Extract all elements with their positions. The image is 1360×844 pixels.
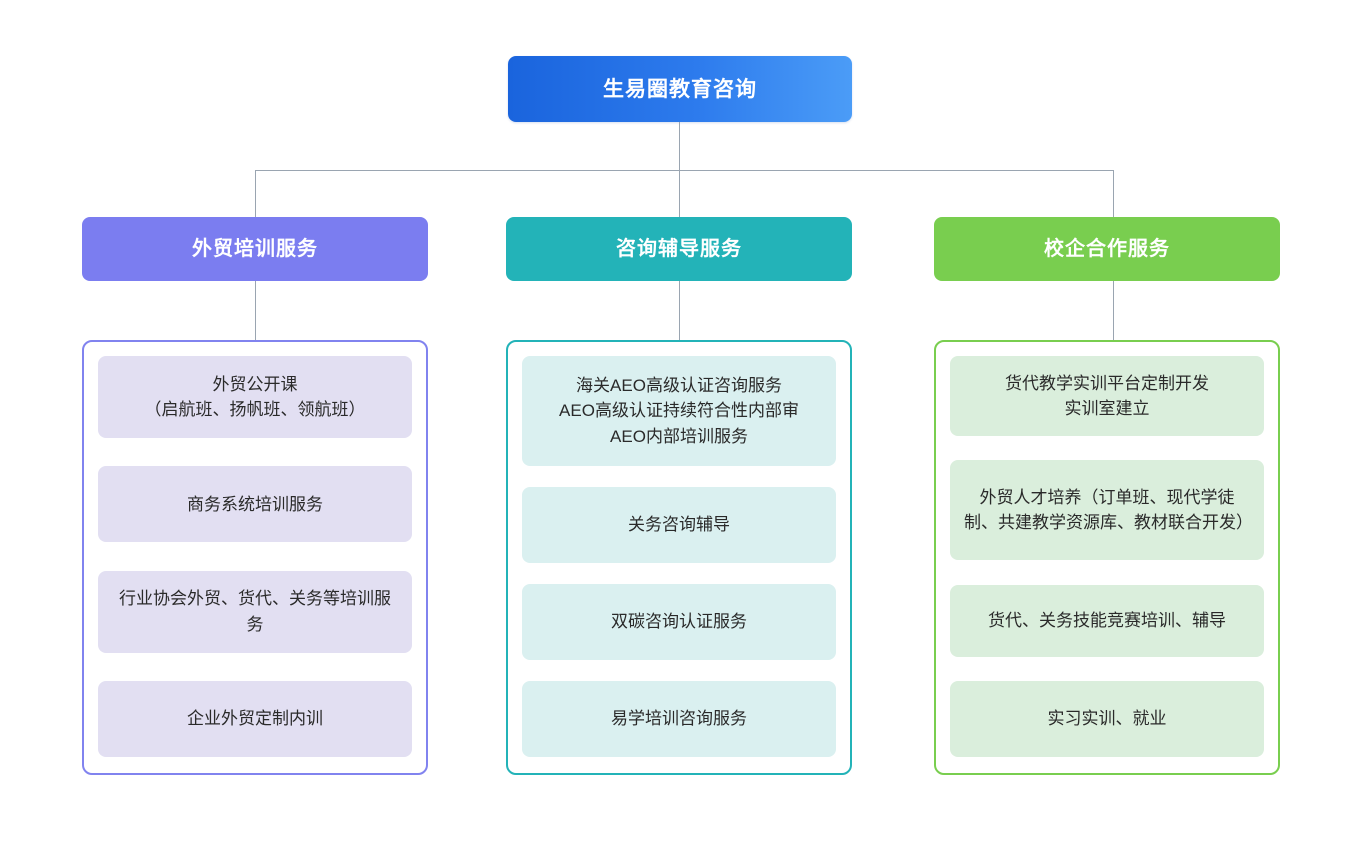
branch-2-item-2-label: 关务咨询辅导 xyxy=(628,515,730,535)
branch-2-item-2[interactable]: 关务咨询辅导 xyxy=(522,487,836,563)
branch-panel-2: 海关AEO高级认证咨询服务 AEO高级认证持续符合性内部审 AEO内部培训服务 … xyxy=(506,340,852,775)
branch-2-item-3[interactable]: 双碳咨询认证服务 xyxy=(522,584,836,660)
branch-2-item-4-label: 易学培训咨询服务 xyxy=(611,709,747,729)
connector-horizontal-bus xyxy=(255,170,1114,171)
branch-header-1[interactable]: 外贸培训服务 xyxy=(82,217,428,281)
branch-1-item-4[interactable]: 企业外贸定制内训 xyxy=(98,680,412,757)
branch-2-item-3-label: 双碳咨询认证服务 xyxy=(611,612,747,632)
connector-drop-branch-3 xyxy=(1113,170,1114,217)
connector-header-to-panel-2 xyxy=(679,281,680,340)
connector-header-to-panel-3 xyxy=(1113,281,1114,340)
branch-3-item-1-label: 货代教学实训平台定制开发 实训室建立 xyxy=(1005,373,1209,419)
branch-header-label-2: 咨询辅导服务 xyxy=(616,238,742,260)
branch-3-item-2-label: 外贸人才培养（订单班、现代学徒制、共建教学资源库、教材联合开发） xyxy=(964,487,1253,533)
branch-column-1: 外贸培训服务 外贸公开课 （启航班、扬帆班、领航班） 商务系统培训服务 行业协会… xyxy=(82,217,428,775)
branch-header-3[interactable]: 校企合作服务 xyxy=(934,217,1280,281)
root-node[interactable]: 生易圈教育咨询 xyxy=(508,56,852,122)
branch-column-2: 咨询辅导服务 海关AEO高级认证咨询服务 AEO高级认证持续符合性内部审 AEO… xyxy=(506,217,852,775)
branch-2-item-4[interactable]: 易学培训咨询服务 xyxy=(522,681,836,757)
branch-3-item-4[interactable]: 实习实训、就业 xyxy=(950,680,1264,757)
branch-header-label-3: 校企合作服务 xyxy=(1044,238,1170,260)
branch-3-item-3[interactable]: 货代、关务技能竞赛培训、辅导 xyxy=(950,584,1264,657)
branch-header-label-1: 外贸培训服务 xyxy=(192,238,318,260)
branch-1-item-3[interactable]: 行业协会外贸、货代、关务等培训服务 xyxy=(98,570,412,653)
branch-3-item-1[interactable]: 货代教学实训平台定制开发 实训室建立 xyxy=(950,356,1264,436)
connector-drop-branch-2 xyxy=(679,170,680,217)
branch-3-item-4-label: 实习实训、就业 xyxy=(1047,709,1167,729)
branch-panel-1: 外贸公开课 （启航班、扬帆班、领航班） 商务系统培训服务 行业协会外贸、货代、关… xyxy=(82,340,428,775)
branch-1-item-3-label: 行业协会外贸、货代、关务等培训服务 xyxy=(119,589,391,634)
branch-1-item-2-label: 商务系统培训服务 xyxy=(187,494,323,514)
branch-1-item-1-label: 外贸公开课 （启航班、扬帆班、领航班） xyxy=(144,374,366,420)
connector-drop-branch-1 xyxy=(255,170,256,217)
branch-2-item-1[interactable]: 海关AEO高级认证咨询服务 AEO高级认证持续符合性内部审 AEO内部培训服务 xyxy=(522,356,836,466)
branch-header-2[interactable]: 咨询辅导服务 xyxy=(506,217,852,281)
connector-root-stem xyxy=(679,122,680,170)
branch-3-item-2[interactable]: 外贸人才培养（订单班、现代学徒制、共建教学资源库、教材联合开发） xyxy=(950,460,1264,561)
root-node-label: 生易圈教育咨询 xyxy=(603,77,757,101)
branch-1-item-2[interactable]: 商务系统培训服务 xyxy=(98,466,412,543)
connector-header-to-panel-1 xyxy=(255,281,256,340)
branch-column-3: 校企合作服务 货代教学实训平台定制开发 实训室建立 外贸人才培养（订单班、现代学… xyxy=(934,217,1280,775)
branch-panel-3: 货代教学实训平台定制开发 实训室建立 外贸人才培养（订单班、现代学徒制、共建教学… xyxy=(934,340,1280,775)
branch-2-item-1-label: 海关AEO高级认证咨询服务 AEO高级认证持续符合性内部审 AEO内部培训服务 xyxy=(559,375,799,446)
branch-3-item-3-label: 货代、关务技能竞赛培训、辅导 xyxy=(988,610,1226,630)
branch-1-item-1[interactable]: 外贸公开课 （启航班、扬帆班、领航班） xyxy=(98,356,412,438)
branch-1-item-4-label: 企业外贸定制内训 xyxy=(187,709,323,729)
